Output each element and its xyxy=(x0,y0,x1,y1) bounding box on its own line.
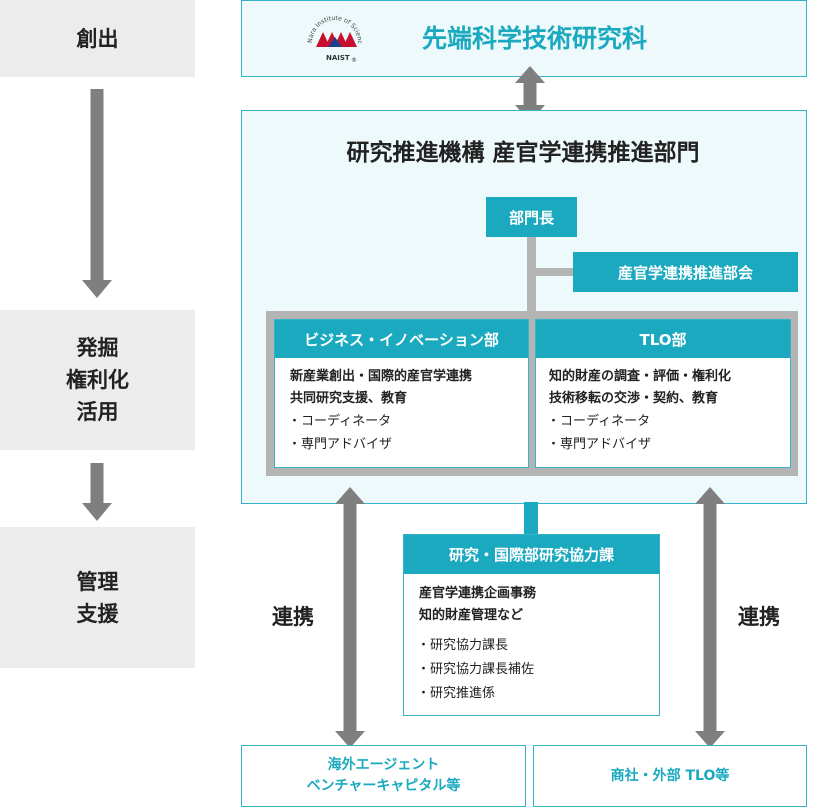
research-desc-1: 産官学連携企画事務 xyxy=(419,586,537,601)
research-desc-2: 知的財産管理など xyxy=(419,608,524,623)
tlo-dept-header: TLO部 xyxy=(536,320,790,358)
tlo-desc-1: 知的財産の調査・評価・権利化 xyxy=(549,369,732,384)
stage-create: 創出 xyxy=(0,0,195,77)
link-label-right: 連携 xyxy=(738,605,780,629)
double-arrow-icon xyxy=(695,487,725,748)
svg-text:®: ® xyxy=(351,57,357,64)
stage-manage: 管理 支援 xyxy=(0,527,195,668)
naist-logo: Nara Institute of Science and Technology… xyxy=(300,2,368,71)
business-dept-header: ビジネス・イノベーション部 xyxy=(275,320,528,358)
business-item-advisor: ・専門アドバイザ xyxy=(288,437,393,452)
double-arrow-icon xyxy=(335,487,365,748)
tlo-desc-2: 技術移転の交渉・契約、教育 xyxy=(549,391,719,406)
research-section-header: 研究・国際部研究協力課 xyxy=(404,535,659,574)
graduate-school-box: Nara Institute of Science and Technology… xyxy=(241,0,807,77)
down-arrow-icon xyxy=(82,89,112,298)
tlo-item-advisor: ・専門アドバイザ xyxy=(547,437,652,452)
business-desc-1: 新産業創出・国際的産官学連携 xyxy=(290,369,473,384)
partner-box-trading: 商社・外部 TLO等 xyxy=(533,745,807,807)
organization-title: 研究推進機構 産官学連携推進部門 xyxy=(346,140,700,166)
research-item-promotion-staff: ・研究推進係 xyxy=(417,686,496,701)
connector-line xyxy=(527,268,573,276)
link-label-left: 連携 xyxy=(272,605,314,629)
committee-box: 産官学連携推進部会 xyxy=(573,252,798,292)
tlo-item-coordinator: ・コーディネータ xyxy=(547,414,651,429)
connector-line xyxy=(524,502,538,534)
graduate-school-title: 先端科学技術研究科 xyxy=(422,24,648,53)
down-arrow-icon xyxy=(82,463,112,521)
partner-box-agents: 海外エージェント ベンチャーキャピタル等 xyxy=(241,745,526,807)
research-item-manager: ・研究協力課長 xyxy=(417,638,509,653)
business-desc-2: 共同研究支援、教育 xyxy=(290,391,408,406)
business-item-coordinator: ・コーディネータ xyxy=(288,414,392,429)
logo-text: NAIST xyxy=(326,54,350,62)
department-head-box: 部門長 xyxy=(486,197,577,237)
stage-discover: 発掘 権利化 活用 xyxy=(0,310,195,450)
research-item-assistant-manager: ・研究協力課長補佐 xyxy=(417,662,535,677)
